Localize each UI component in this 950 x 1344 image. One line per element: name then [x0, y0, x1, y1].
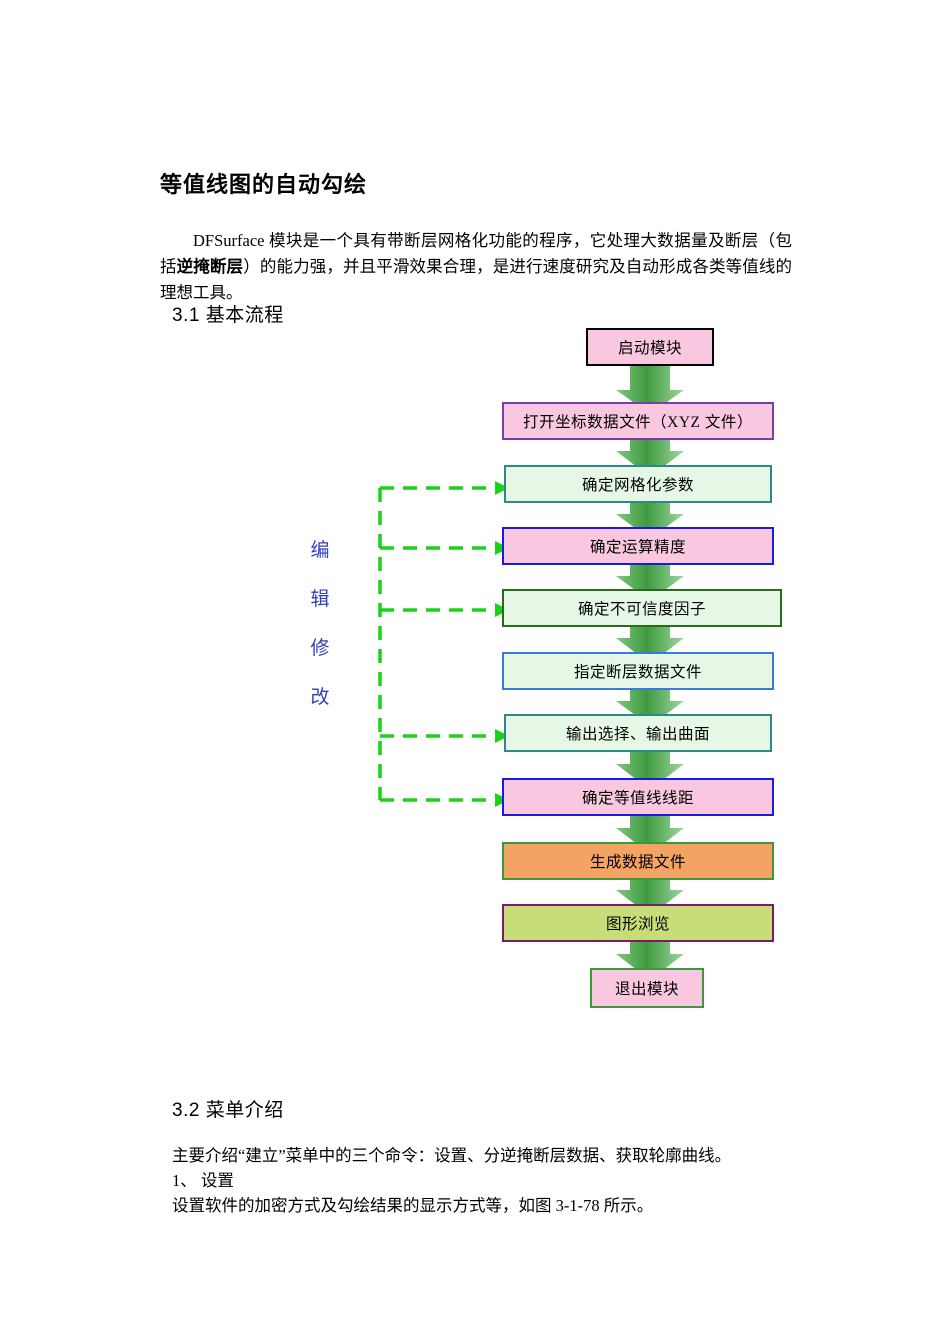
flow-node-label: 指定断层数据文件	[573, 664, 702, 681]
flow-node-label: 启动模块	[617, 340, 682, 357]
flow-node-start[interactable]: 启动模块	[586, 328, 714, 366]
flow-node-label: 确定运算精度	[589, 539, 686, 556]
flow-node-output-select[interactable]: 输出选择、输出曲面	[504, 714, 772, 752]
flow-node-open-xyz[interactable]: 打开坐标数据文件（XYZ 文件）	[502, 402, 774, 440]
flowchart: 启动模块 打开坐标数据文件（XYZ 文件） 确定网格化参数 确定运算精度 确定不…	[290, 318, 810, 1038]
flow-node-label: 输出选择、输出曲面	[565, 726, 710, 743]
flow-node-label: 确定不可信度因子	[577, 601, 706, 618]
flow-node-exit[interactable]: 退出模块	[590, 968, 704, 1008]
edit-modify-vertical-label: 编 辑 修 改	[300, 535, 340, 731]
menu-setting-desc: 设置软件的加密方式及勾绘结果的显示方式等，如图 3-1-78 所示。	[172, 1196, 654, 1215]
edit-char-2: 辑	[310, 589, 330, 610]
intro-paragraph: DFSurface 模块是一个具有带断层网格化功能的程序，它处理大数据量及断层（…	[160, 228, 792, 306]
flowchart-connectors	[378, 366, 684, 980]
flow-node-graphic-view[interactable]: 图形浏览	[502, 904, 774, 942]
intro-text-bold: 逆掩断层	[176, 257, 244, 276]
intro-text-2: ）的能力强，并且平滑效果合理，是进行速度研究及自动形成各类等值线的理想工具。	[160, 257, 793, 302]
edit-char-3: 修	[310, 638, 330, 659]
flow-node-label: 打开坐标数据文件（XYZ 文件）	[523, 414, 753, 431]
flow-node-generate-data[interactable]: 生成数据文件	[502, 842, 774, 880]
flow-node-fault-file[interactable]: 指定断层数据文件	[502, 652, 774, 690]
flow-node-label: 退出模块	[614, 981, 679, 998]
flow-node-label: 确定等值线线距	[581, 790, 694, 807]
flow-node-trust-factor[interactable]: 确定不可信度因子	[502, 589, 782, 627]
intro-text-1: DFSurface 模块是一个具有带断层网格化功能的程序，它处理大数据量及断层（…	[160, 231, 792, 276]
flow-node-grid-params[interactable]: 确定网格化参数	[504, 465, 772, 503]
flow-node-label: 图形浏览	[605, 916, 670, 933]
flow-node-precision[interactable]: 确定运算精度	[502, 527, 774, 565]
menu-item-setting: 1、 设置	[172, 1171, 234, 1190]
edit-char-4: 改	[310, 687, 330, 708]
flow-node-label: 生成数据文件	[589, 854, 686, 871]
section-heading-menu: 3.2 菜单介绍	[172, 1100, 284, 1121]
menu-intro-line: 主要介绍“建立”菜单中的三个命令：设置、分逆掩断层数据、获取轮廓曲线。	[172, 1146, 732, 1165]
flow-node-contour-spacing[interactable]: 确定等值线线距	[502, 778, 774, 816]
page-title: 等值线图的自动勾绘	[160, 171, 368, 197]
section-heading-flow: 3.1 基本流程	[172, 305, 284, 326]
flow-node-label: 确定网格化参数	[581, 477, 694, 494]
edit-char-1: 编	[310, 540, 330, 561]
